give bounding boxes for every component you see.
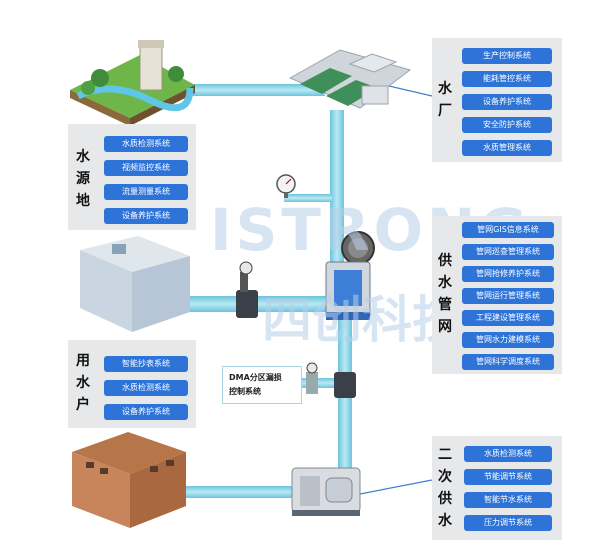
water-users-system-0[interactable]: 智能抄表系统 [104,356,188,372]
water-plant-system-1[interactable]: 能耗管控系统 [462,71,552,87]
secondary-supply-panel: 二次供水 水质检测系统 节能调节系统 智能节水系统 压力调节系统 [432,436,562,540]
supply-network-system-3[interactable]: 管网运行管理系统 [462,288,554,304]
supply-network-system-4[interactable]: 工程建设管理系统 [462,310,554,326]
water-users-panel: 用水户 智能抄表系统 水质检测系统 设备养护系统 [68,340,196,428]
pump-station-icon [291,467,361,516]
water-plant-system-0[interactable]: 生产控制系统 [462,48,552,64]
secondary-supply-system-2[interactable]: 智能节水系统 [464,492,552,508]
dma-label-line1: DMA分区漏损 [229,373,282,382]
water-plant-panel: 水厂 生产控制系统 能耗管控系统 设备养护系统 安全防护系统 水质管理系统 [432,38,562,162]
supply-network-title: 供水管网 [438,253,452,335]
water-source-title: 水源地 [76,149,90,209]
dma-valve-icon [306,362,356,398]
water-plant-system-2[interactable]: 设备养护系统 [462,94,552,110]
water-plant-system-3[interactable]: 安全防护系统 [462,117,552,133]
water-source-system-3[interactable]: 设备养护系统 [104,208,188,224]
water-users-system-2[interactable]: 设备养护系统 [104,404,188,420]
secondary-supply-system-3[interactable]: 压力调节系统 [464,515,552,531]
control-valve-icon [325,231,375,320]
water-users-title: 用水户 [76,353,90,413]
water-source-system-2[interactable]: 流量测量系统 [104,184,188,200]
supply-network-system-6[interactable]: 管网科学调度系统 [462,354,554,370]
water-plant-system-4[interactable]: 水质管理系统 [462,140,552,156]
pipe-dma-branch [296,378,344,388]
dma-label-line2: 控制系统 [229,387,261,396]
pipe-gauge-branch [284,194,332,202]
supply-network-system-0[interactable]: 管网GIS信息系统 [462,222,554,238]
connector-secondary [359,479,433,495]
secondary-supply-system-1[interactable]: 节能调节系统 [464,469,552,485]
water-source-system-1[interactable]: 视频监控系统 [104,160,188,176]
supply-network-system-5[interactable]: 管网水力建模系统 [462,332,554,348]
supply-network-system-1[interactable]: 管网巡查管理系统 [462,244,554,260]
water-source-panel: 水源地 水质检测系统 视频监控系统 流量测量系统 设备养护系统 [68,124,196,230]
flow-meter-icon [236,261,258,318]
secondary-supply-system-0[interactable]: 水质检测系统 [464,446,552,462]
water-source-system-0[interactable]: 水质检测系统 [104,136,188,152]
supply-network-system-2[interactable]: 管网抢修养护系统 [462,266,554,282]
dma-label-box[interactable]: DMA分区漏损 控制系统 [222,366,302,404]
pipe-users [185,296,335,312]
pipe-secondary [185,486,300,498]
secondary-supply-title: 二次供水 [438,447,452,529]
pipe-source-plant [185,84,325,96]
pipe-main-upper [330,110,344,270]
water-users-system-1[interactable]: 水质检测系统 [104,380,188,396]
pressure-gauge-icon [276,174,296,198]
water-plant-title: 水厂 [438,81,452,119]
supply-network-panel: 供水管网 管网GIS信息系统 管网巡查管理系统 管网抢修养护系统 管网运行管理系… [432,216,562,374]
